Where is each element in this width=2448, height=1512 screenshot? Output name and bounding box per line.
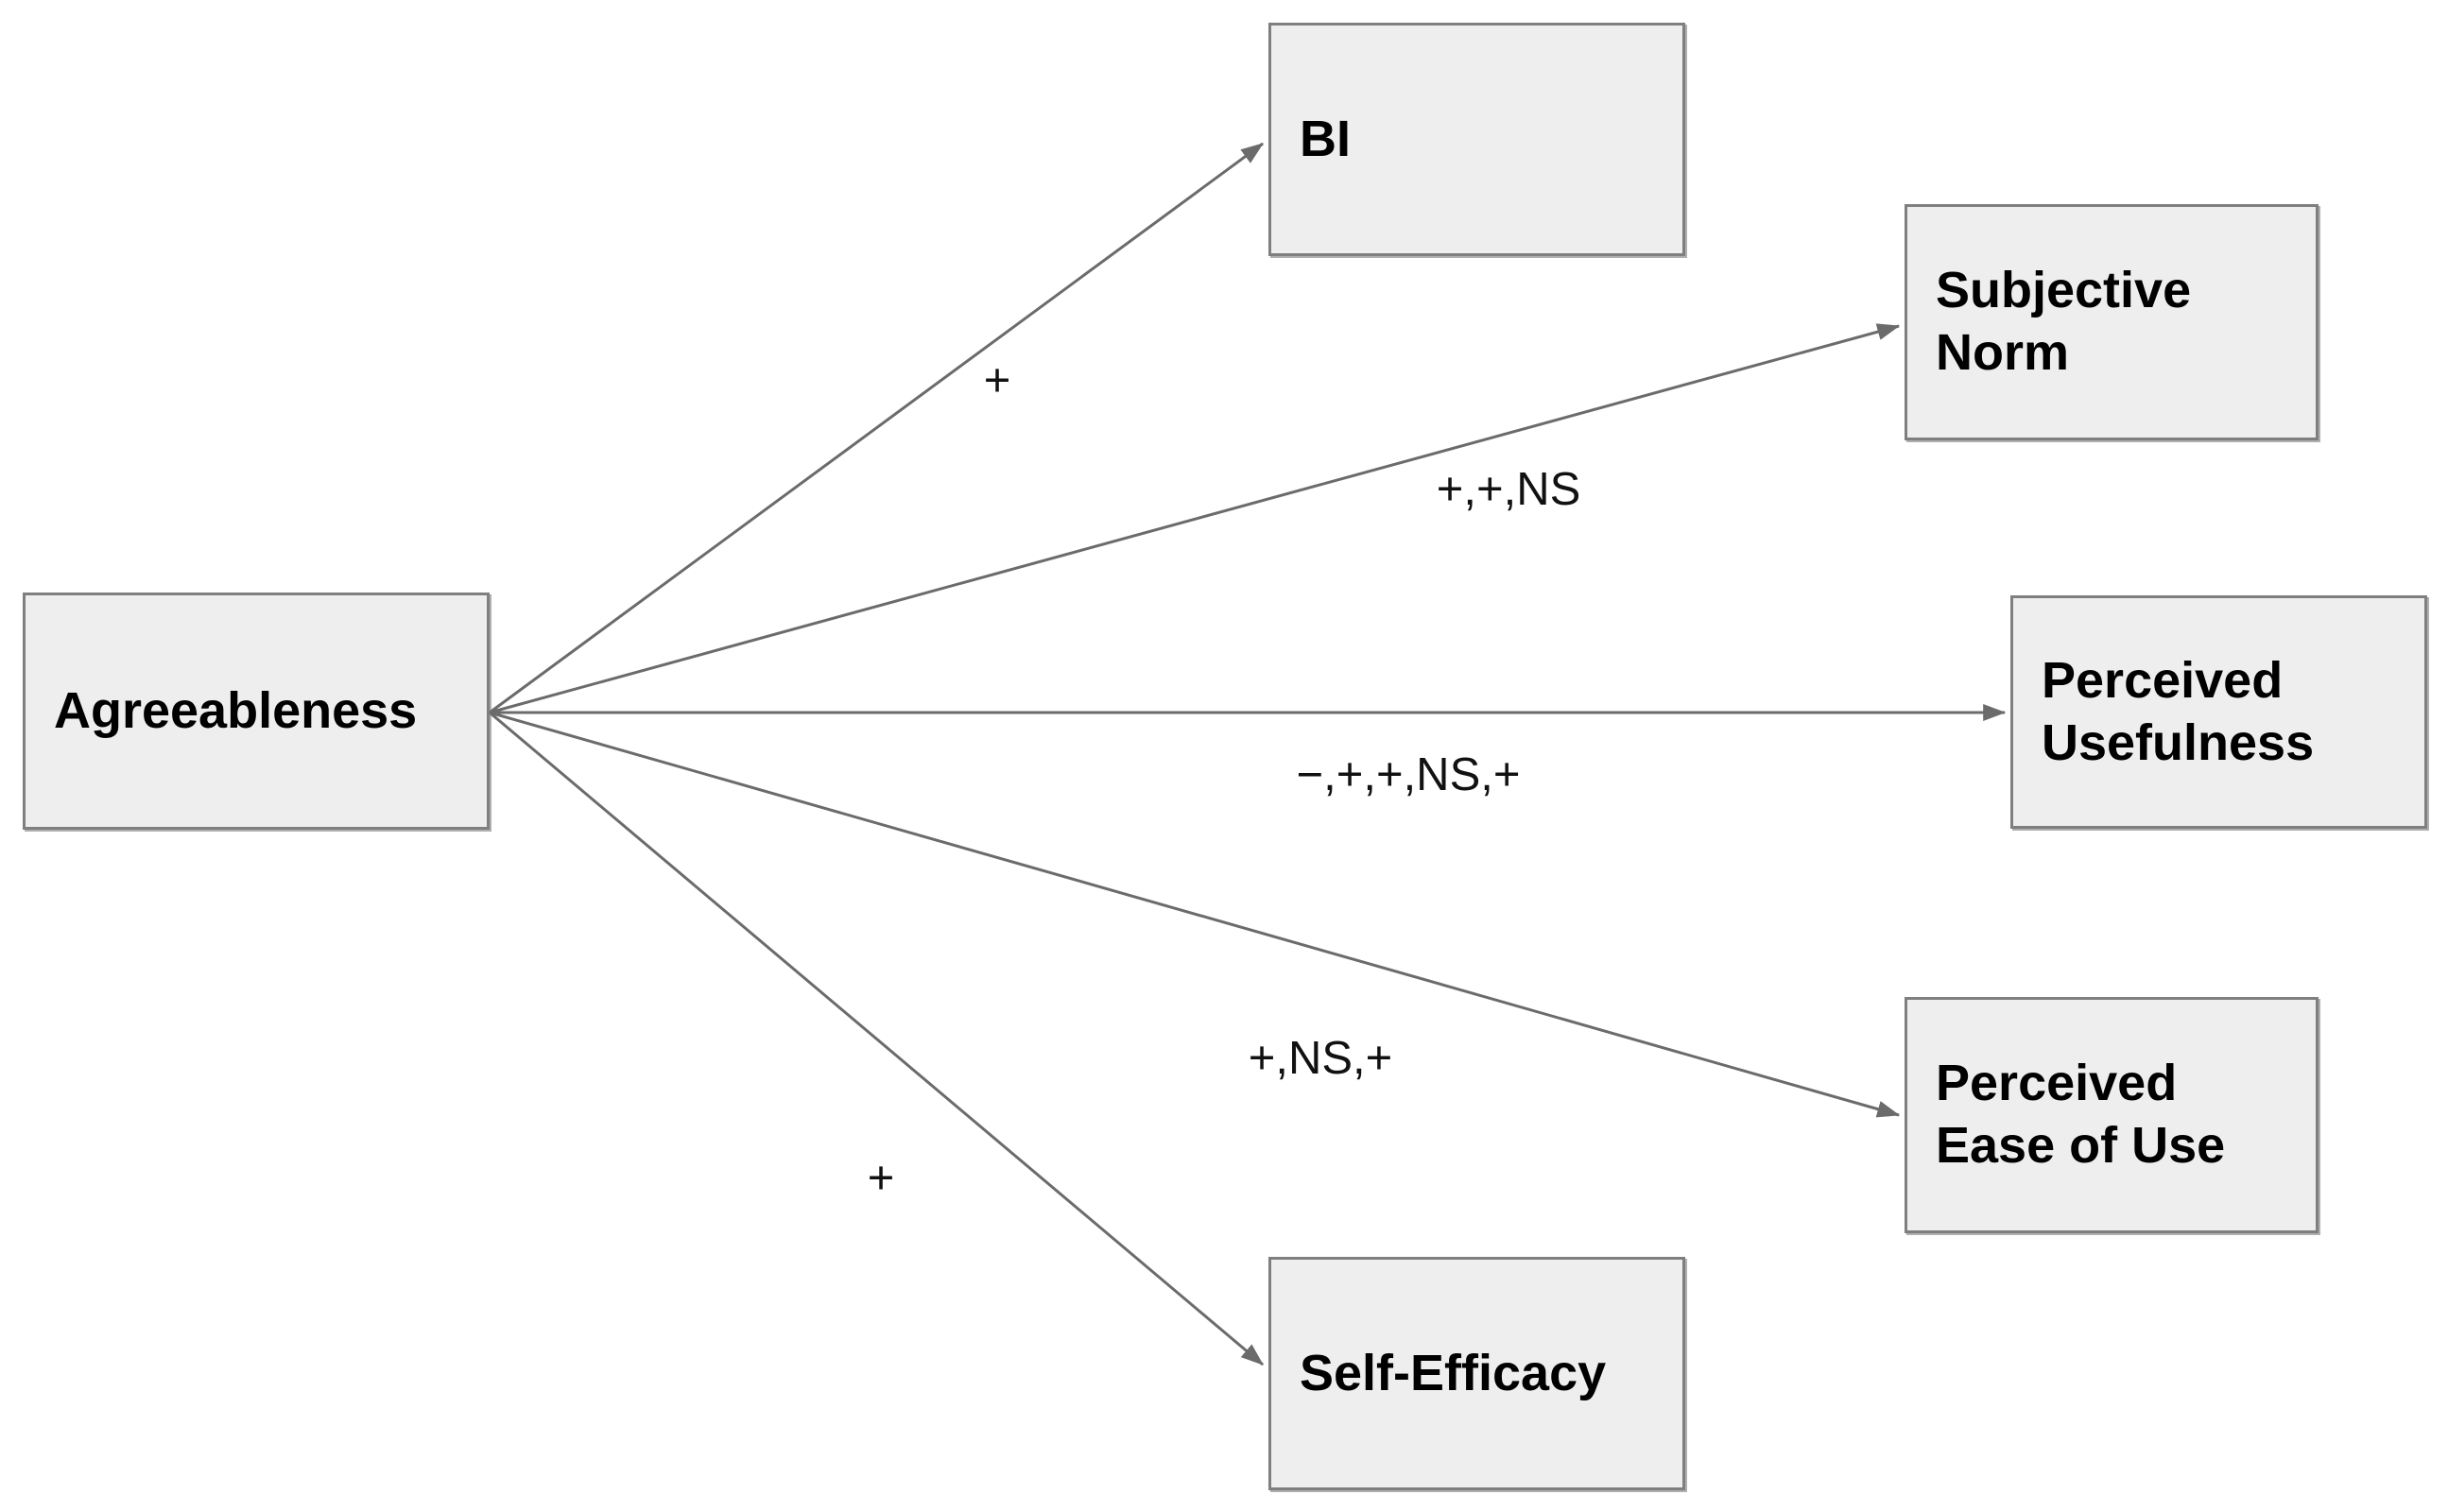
arrow-agreeableness-to-perceived-ease-of-use	[489, 711, 1901, 1118]
node-bi: BI	[1268, 23, 1685, 256]
node-perceived-usefulness: Perceived Usefulness	[2010, 595, 2427, 829]
node-perceived-ease-of-use: Perceived Ease of Use	[1905, 997, 2319, 1233]
edge-label-agreeableness-to-subjective-norm: +,+,NS	[1436, 464, 1581, 515]
arrow-agreeableness-to-bi	[489, 142, 1264, 714]
edge-label-agreeableness-to-bi: +	[983, 355, 1011, 406]
edge-label-agreeableness-to-self-efficacy: +	[867, 1153, 895, 1204]
node-perceived-usefulness-label: Perceived Usefulness	[2042, 651, 2315, 771]
node-bi-label: BI	[1300, 110, 1351, 167]
edge-label-agreeableness-to-perceived-ease-of-use: +,NS,+	[1248, 1033, 1393, 1084]
node-subjective-norm-label: Subjective Norm	[1936, 262, 2192, 381]
node-subjective-norm: Subjective Norm	[1905, 204, 2319, 440]
edge-label-agreeableness-to-perceived-usefulness: −,+,+,NS,+	[1296, 749, 1521, 800]
arrow-agreeableness-to-self-efficacy	[489, 711, 1264, 1366]
node-agreeableness: Agreeableness	[23, 593, 490, 830]
node-agreeableness-label: Agreeableness	[54, 681, 418, 739]
node-self-efficacy-label: Self-Efficacy	[1300, 1344, 1607, 1401]
arrow-agreeableness-to-subjective-norm	[489, 323, 1901, 714]
node-self-efficacy: Self-Efficacy	[1268, 1257, 1685, 1490]
node-perceived-ease-of-use-label: Perceived Ease of Use	[1936, 1055, 2226, 1174]
